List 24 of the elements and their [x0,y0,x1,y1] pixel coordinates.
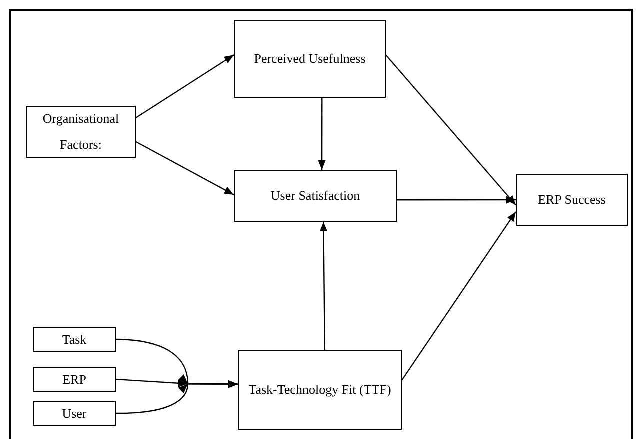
arrow [136,141,234,196]
process-box [26,106,136,158]
process-box [33,367,116,392]
arrow [397,196,516,204]
box-label: User Satisfaction [270,187,360,205]
arrow [320,222,328,350]
process-box [238,350,402,430]
box-label: ERP [62,370,86,388]
box-label: Task-Technology Fit (TTF) [248,381,392,399]
arrow [318,98,326,170]
box-label: Task [62,330,87,348]
box-label: Perceived Usefulness [254,50,366,68]
process-box [33,327,116,352]
box-label: ERP Success [538,191,606,209]
box-label: Organisational Factors: [42,110,120,154]
process-box [234,170,397,222]
arrow [386,54,516,206]
arrow [136,54,234,118]
process-box [516,174,628,226]
box-label: User [62,404,87,422]
arrow [116,380,238,414]
process-box [33,401,116,426]
process-box [234,20,386,98]
arrow [402,212,516,381]
